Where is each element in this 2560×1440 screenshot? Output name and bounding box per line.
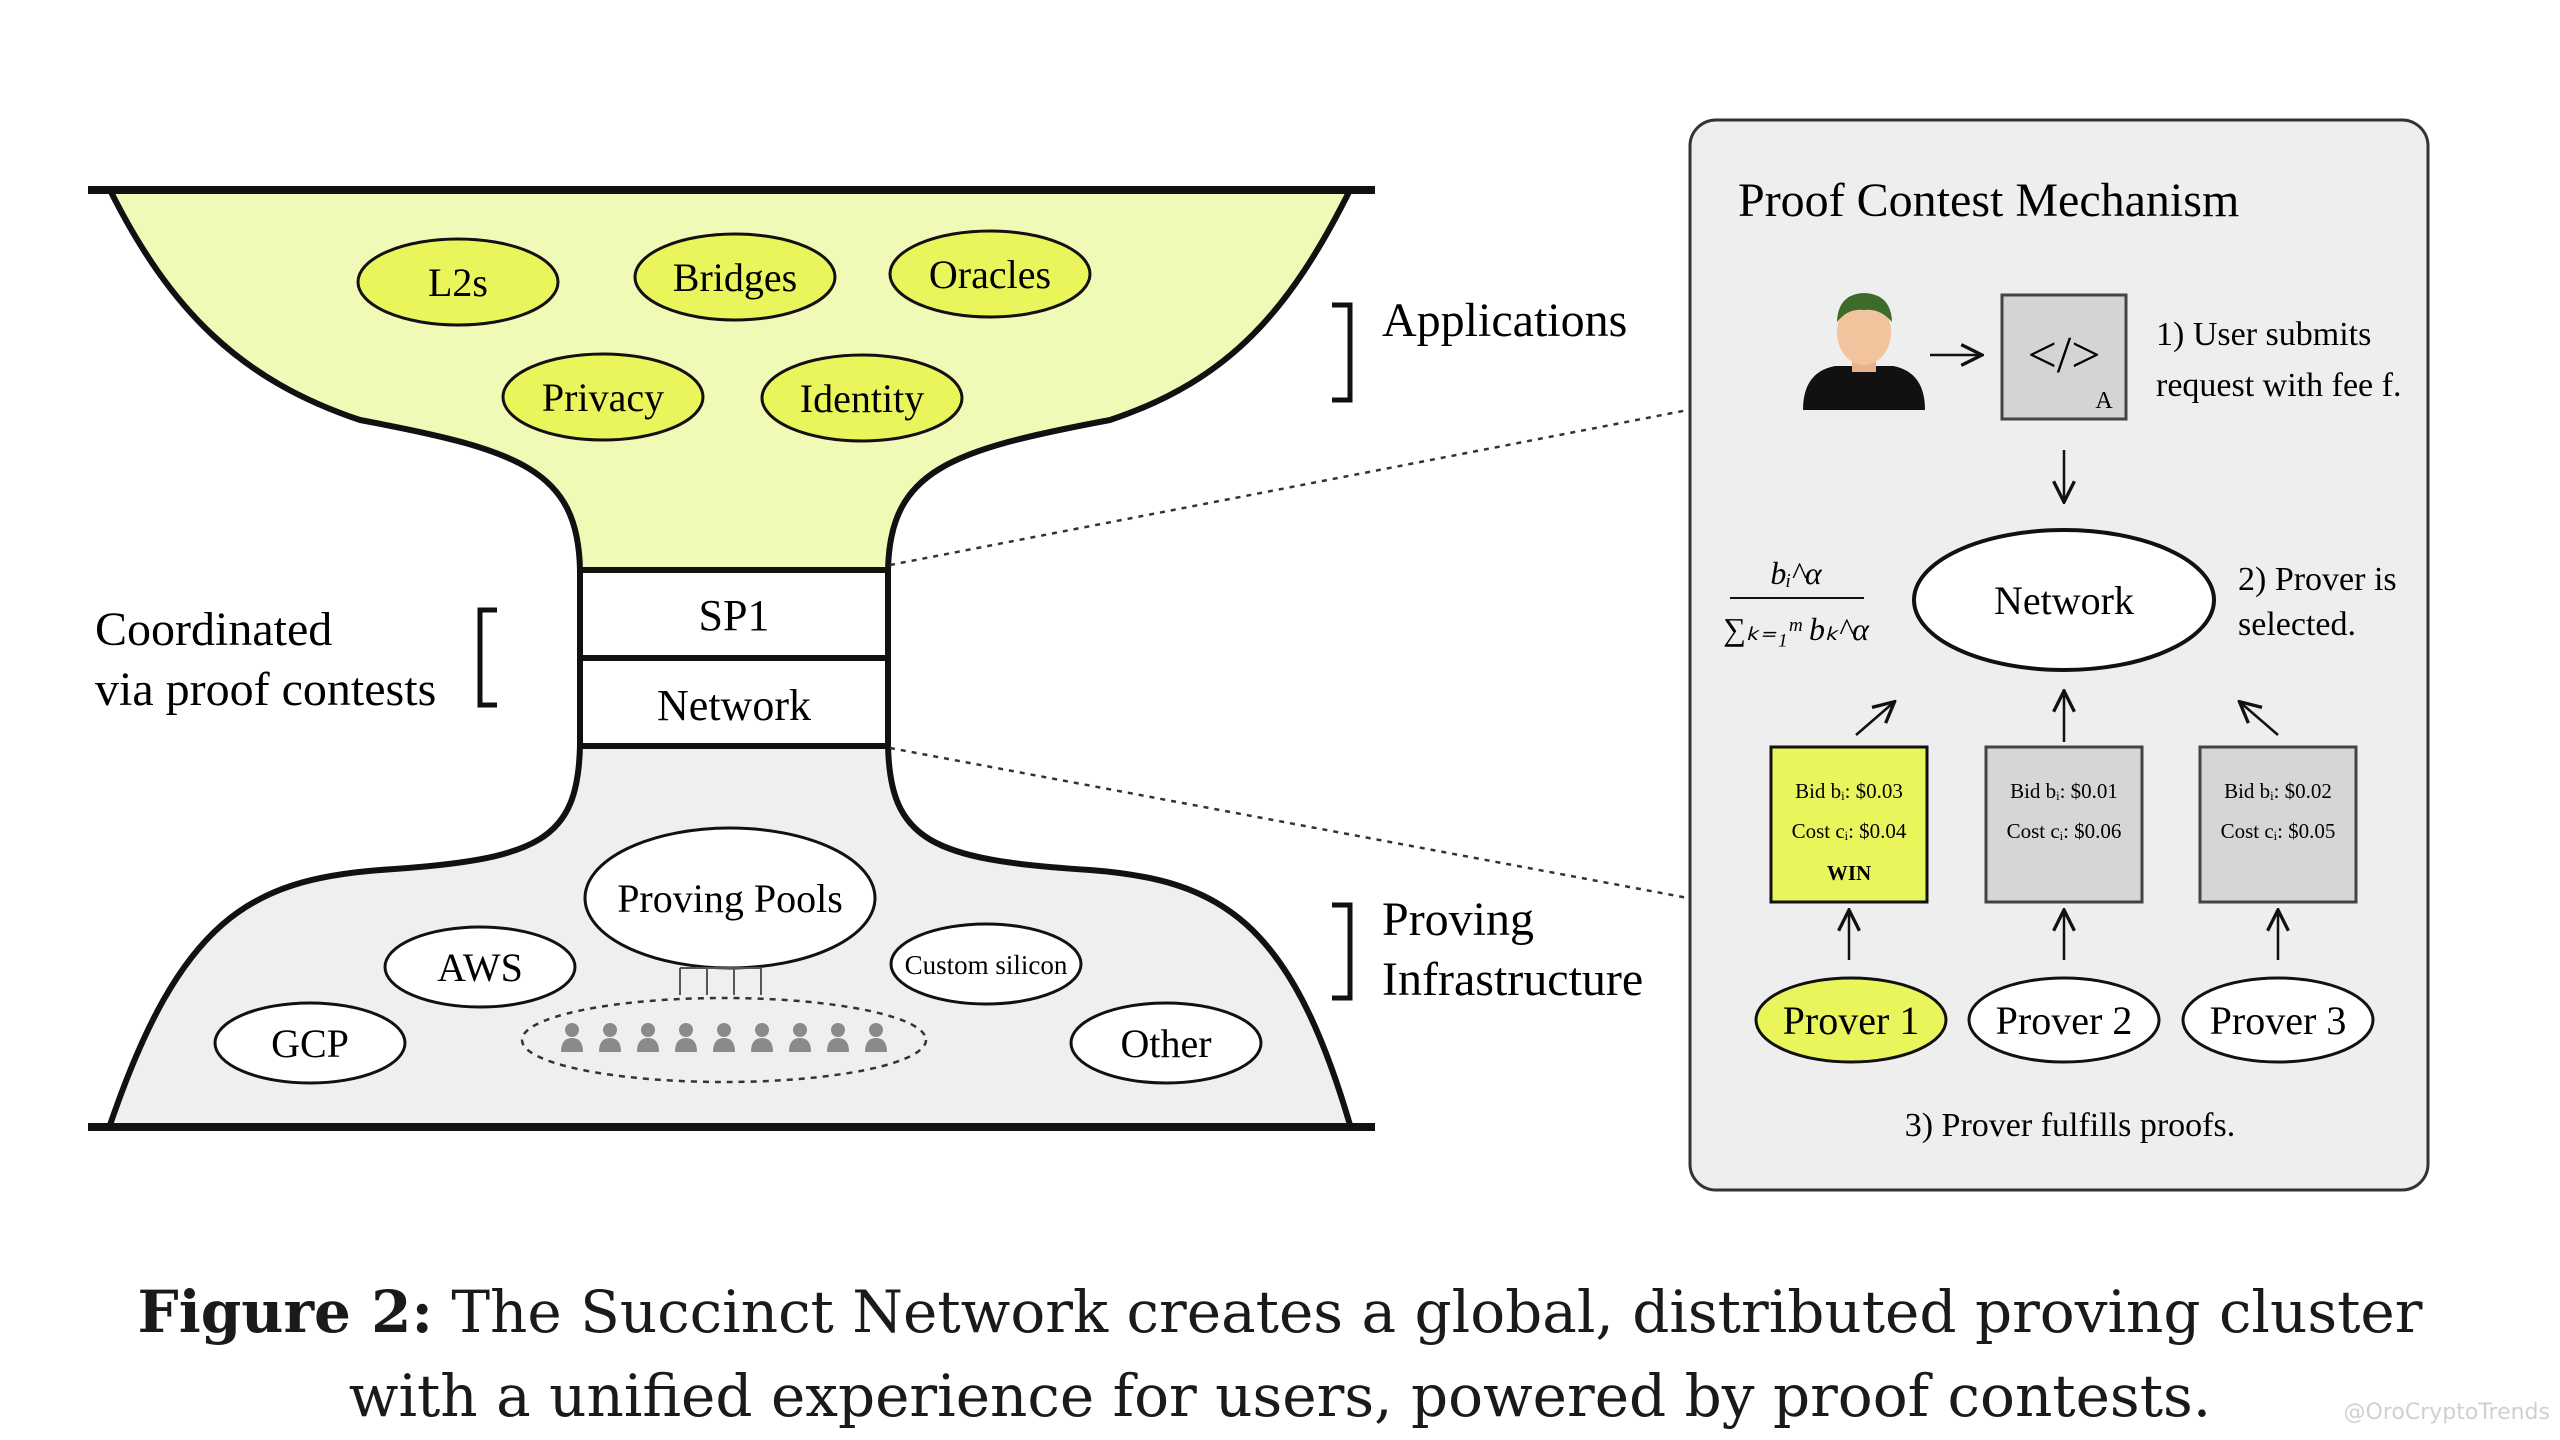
app-oracles: Oracles — [929, 252, 1051, 297]
bid-line: Bid bᵢ: $0.03 — [1795, 779, 1903, 803]
node-other: Other — [1120, 1021, 1211, 1066]
formula-denominator: ∑ₖ₌₁ᵐ bₖ^α — [1723, 611, 1870, 647]
arrow-bid3-to-network — [2241, 703, 2279, 736]
app-bridges: Bridges — [673, 255, 797, 300]
figure-caption: Figure 2: The Succinct Network creates a… — [0, 1270, 2560, 1438]
network-neck-label: Network — [657, 681, 811, 730]
app-privacy: Privacy — [542, 375, 664, 420]
prover-2: Prover 2 — [1967, 976, 2161, 1064]
app-identity: Identity — [800, 376, 924, 421]
panel-title: Proof Contest Mechanism — [1738, 174, 2239, 227]
cost-line: Cost cᵢ: $0.06 — [2007, 819, 2122, 843]
coordination-label-line1: Coordinated — [95, 603, 332, 656]
caption-text-1: The Succinct Network creates a global, d… — [451, 1278, 2423, 1346]
cost-line: Cost cᵢ: $0.05 — [2221, 819, 2336, 843]
caption-line-1: Figure 2: The Succinct Network creates a… — [0, 1270, 2560, 1354]
step1-line2: request with fee f. — [2156, 367, 2401, 404]
infrastructure-label-line1: Proving — [1382, 893, 1534, 946]
network-node — [1912, 528, 2216, 672]
program-icon-sub: A — [2095, 388, 2113, 414]
user-icon — [1803, 293, 1925, 410]
watermark: @OroCryptoTrends — [2343, 1400, 2551, 1425]
prover-3: Prover 3 — [2181, 976, 2375, 1064]
program-icon: </> A — [2000, 293, 2128, 421]
pool-members-cluster — [520, 996, 928, 1084]
proving-pools-label: Proving Pools — [617, 876, 843, 921]
cost-line: Cost cᵢ: $0.04 — [1792, 819, 1907, 843]
bid-box-prover-2: Bid bᵢ: $0.01 Cost cᵢ: $0.06 — [1984, 745, 2144, 904]
bid-box-prover-1: Bid bᵢ: $0.03 Cost cᵢ: $0.04 WIN — [1769, 745, 1929, 904]
application-nodes: L2s Bridges Oracles Privacy Identity — [356, 229, 1092, 443]
step3-label: 3) Prover fulfills proofs. — [1905, 1107, 2236, 1144]
coordination-bracket — [477, 607, 497, 708]
app-l2s: L2s — [428, 260, 488, 305]
neck-stack: SP1 Network — [577, 567, 891, 749]
win-label: WIN — [1827, 861, 1871, 885]
zoom-line-top — [889, 408, 1689, 567]
pool-member-icons — [561, 1023, 887, 1052]
arrow-bid1-to-network — [1855, 703, 1893, 736]
prover-name: Prover 1 — [1783, 998, 1920, 1043]
prover-name: Prover 3 — [2210, 998, 2347, 1043]
coordination-label-line2: via proof contests — [95, 663, 436, 716]
node-aws: AWS — [437, 945, 523, 990]
applications-bracket — [1332, 302, 1353, 403]
bid-line: Bid bᵢ: $0.02 — [2224, 779, 2332, 803]
sp1-label: SP1 — [699, 591, 770, 640]
formula-numerator: bᵢ^α — [1770, 555, 1823, 591]
caption-line-2: with a unified experience for users, pow… — [348, 1362, 2212, 1430]
bid-box-prover-3: Bid bᵢ: $0.02 Cost cᵢ: $0.05 — [2198, 745, 2358, 904]
applications-label: Applications — [1382, 294, 1627, 347]
infrastructure-label-line2: Infrastructure — [1382, 953, 1643, 1006]
prover-1: Prover 1 — [1754, 976, 1948, 1064]
bid-line: Bid bᵢ: $0.01 — [2010, 779, 2118, 803]
node-gcp: GCP — [271, 1021, 349, 1066]
program-icon-glyph: </> — [2027, 327, 2100, 384]
infrastructure-bracket — [1332, 902, 1353, 1001]
caption-lead: Figure 2: — [137, 1278, 433, 1346]
step1-line1: 1) User submits — [2156, 316, 2371, 353]
node-custom-silicon: Custom silicon — [905, 950, 1068, 980]
selection-formula: bᵢ^α ∑ₖ₌₁ᵐ bₖ^α — [1723, 555, 1870, 647]
prover-name: Prover 2 — [1996, 998, 2133, 1043]
infrastructure-nodes: Proving Pools AWS GCP Custom silicon Oth… — [213, 826, 1263, 1085]
zoom-line-bottom — [889, 746, 1689, 900]
step2-line1: 2) Prover is — [2238, 561, 2397, 598]
network-label: Network — [1994, 578, 2134, 623]
step2-line2: selected. — [2238, 606, 2356, 643]
